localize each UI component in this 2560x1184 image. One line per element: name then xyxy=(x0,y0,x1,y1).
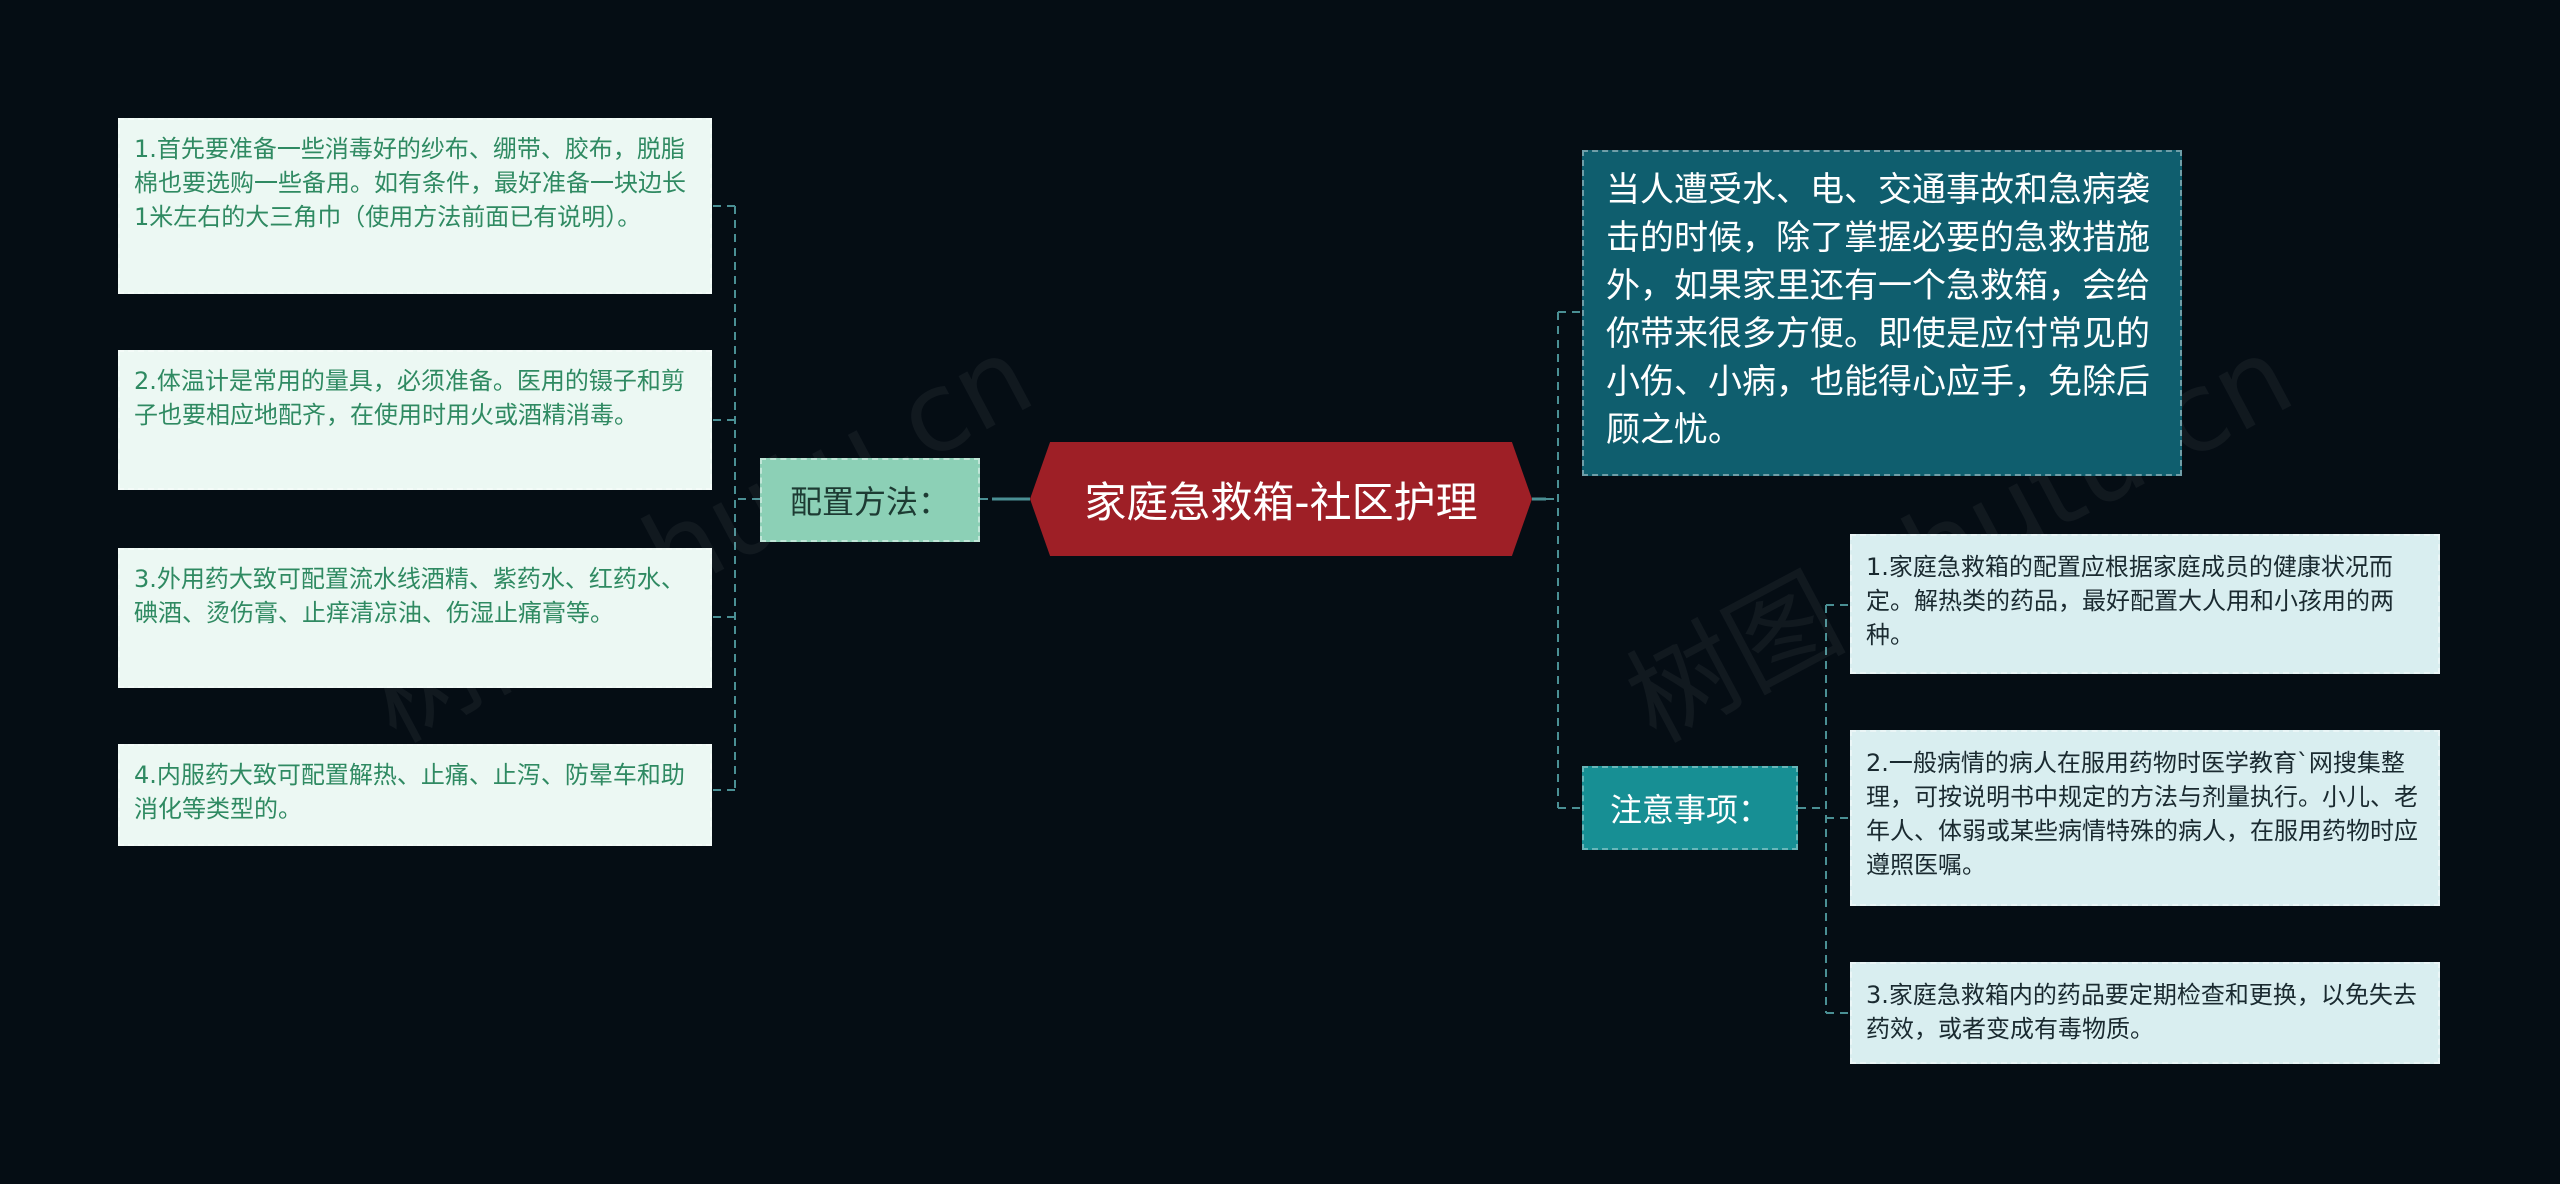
left-branch-config-method[interactable]: 配置方法： xyxy=(760,458,980,542)
right-item-3[interactable]: 3.家庭急救箱内的药品要定期检查和更换，以免失去药效，或者变成有毒物质。 xyxy=(1850,962,2440,1064)
left-item-3[interactable]: 3.外用药大致可配置流水线酒精、紫药水、红药水、碘酒、烫伤膏、止痒清凉油、伤湿止… xyxy=(118,548,712,688)
right-item-2[interactable]: 2.一般病情的病人在服用药物时医学教育`网搜集整理，可按说明书中规定的方法与剂量… xyxy=(1850,730,2440,906)
left-item-4[interactable]: 4.内服药大致可配置解热、止痛、止泻、防晕车和助消化等类型的。 xyxy=(118,744,712,846)
left-item-1[interactable]: 1.首先要准备一些消毒好的纱布、绷带、胶布，脱脂棉也要选购一些备用。如有条件，最… xyxy=(118,118,712,294)
right-item-1[interactable]: 1.家庭急救箱的配置应根据家庭成员的健康状况而定。解热类的药品，最好配置大人用和… xyxy=(1850,534,2440,674)
left-item-2[interactable]: 2.体温计是常用的量具，必须准备。医用的镊子和剪子也要相应地配齐，在使用时用火或… xyxy=(118,350,712,490)
center-topic[interactable]: 家庭急救箱-社区护理 xyxy=(1030,442,1532,556)
right-info-box[interactable]: 当人遭受水、电、交通事故和急病袭击的时候，除了掌握必要的急救措施外，如果家里还有… xyxy=(1582,150,2182,476)
right-branch-notes[interactable]: 注意事项： xyxy=(1582,766,1798,850)
